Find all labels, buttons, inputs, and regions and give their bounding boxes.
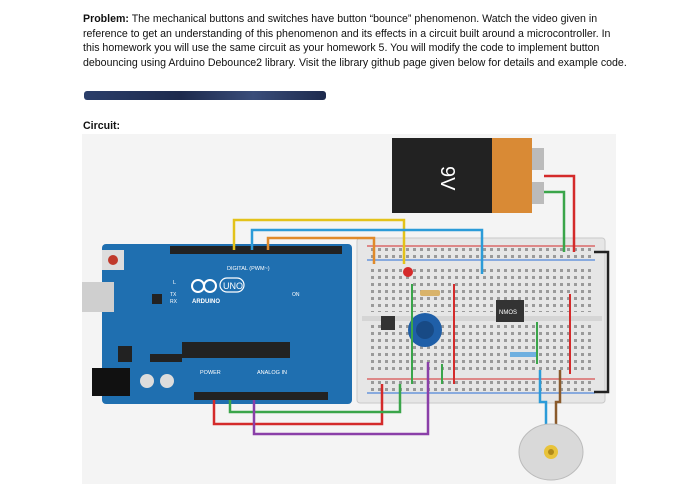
on-label: ON [292,292,300,298]
wire-blue [250,228,484,274]
l-label: L [173,280,176,286]
analog-label: ANALOG IN [257,370,287,376]
arduino-logo-icon [191,279,217,293]
wire-red-bottom [212,384,384,426]
push-button [381,316,395,330]
battery-9v: 9V [392,138,544,213]
rx-label: RX [170,299,178,305]
wire-green-bottom [228,384,402,414]
wire-purple-bottom [252,362,430,436]
problem-heading: Problem: [83,13,129,25]
motor-wire-blue [538,370,548,424]
resistor [420,290,440,296]
redacted-link [84,91,326,100]
battery-wire-red [544,174,576,252]
battery-label: 9V [436,166,458,191]
wire-orange [266,236,376,264]
nmos-label: NMOS [499,310,517,316]
digital-label: DIGITAL (PWM~) [227,266,270,272]
power-label: POWER [200,370,221,376]
wire-black [594,250,610,394]
nmos-transistor: NMOS [496,300,524,322]
circuit-label: Circuit: [83,120,121,132]
battery-wire-green [544,190,566,252]
dc-motor [518,423,584,481]
diode [510,352,538,357]
tx-label: TX [170,292,177,298]
uno-label: UNO [223,281,243,291]
potentiometer [408,313,442,347]
arduino-brand: ARDUINO [192,299,220,305]
circuit-diagram: 9V DIGITAL (PWM~) L TX RX [82,134,616,484]
arduino-uno: DIGITAL (PWM~) L TX RX UNO ARDUINO ON PO… [82,244,352,404]
problem-text: The mechanical buttons and switches have… [83,13,627,69]
motor-wire-brown [554,370,562,424]
problem-statement: Problem: The mechanical buttons and swit… [83,12,628,70]
wire-yellow [232,218,406,264]
led-red [403,267,413,277]
